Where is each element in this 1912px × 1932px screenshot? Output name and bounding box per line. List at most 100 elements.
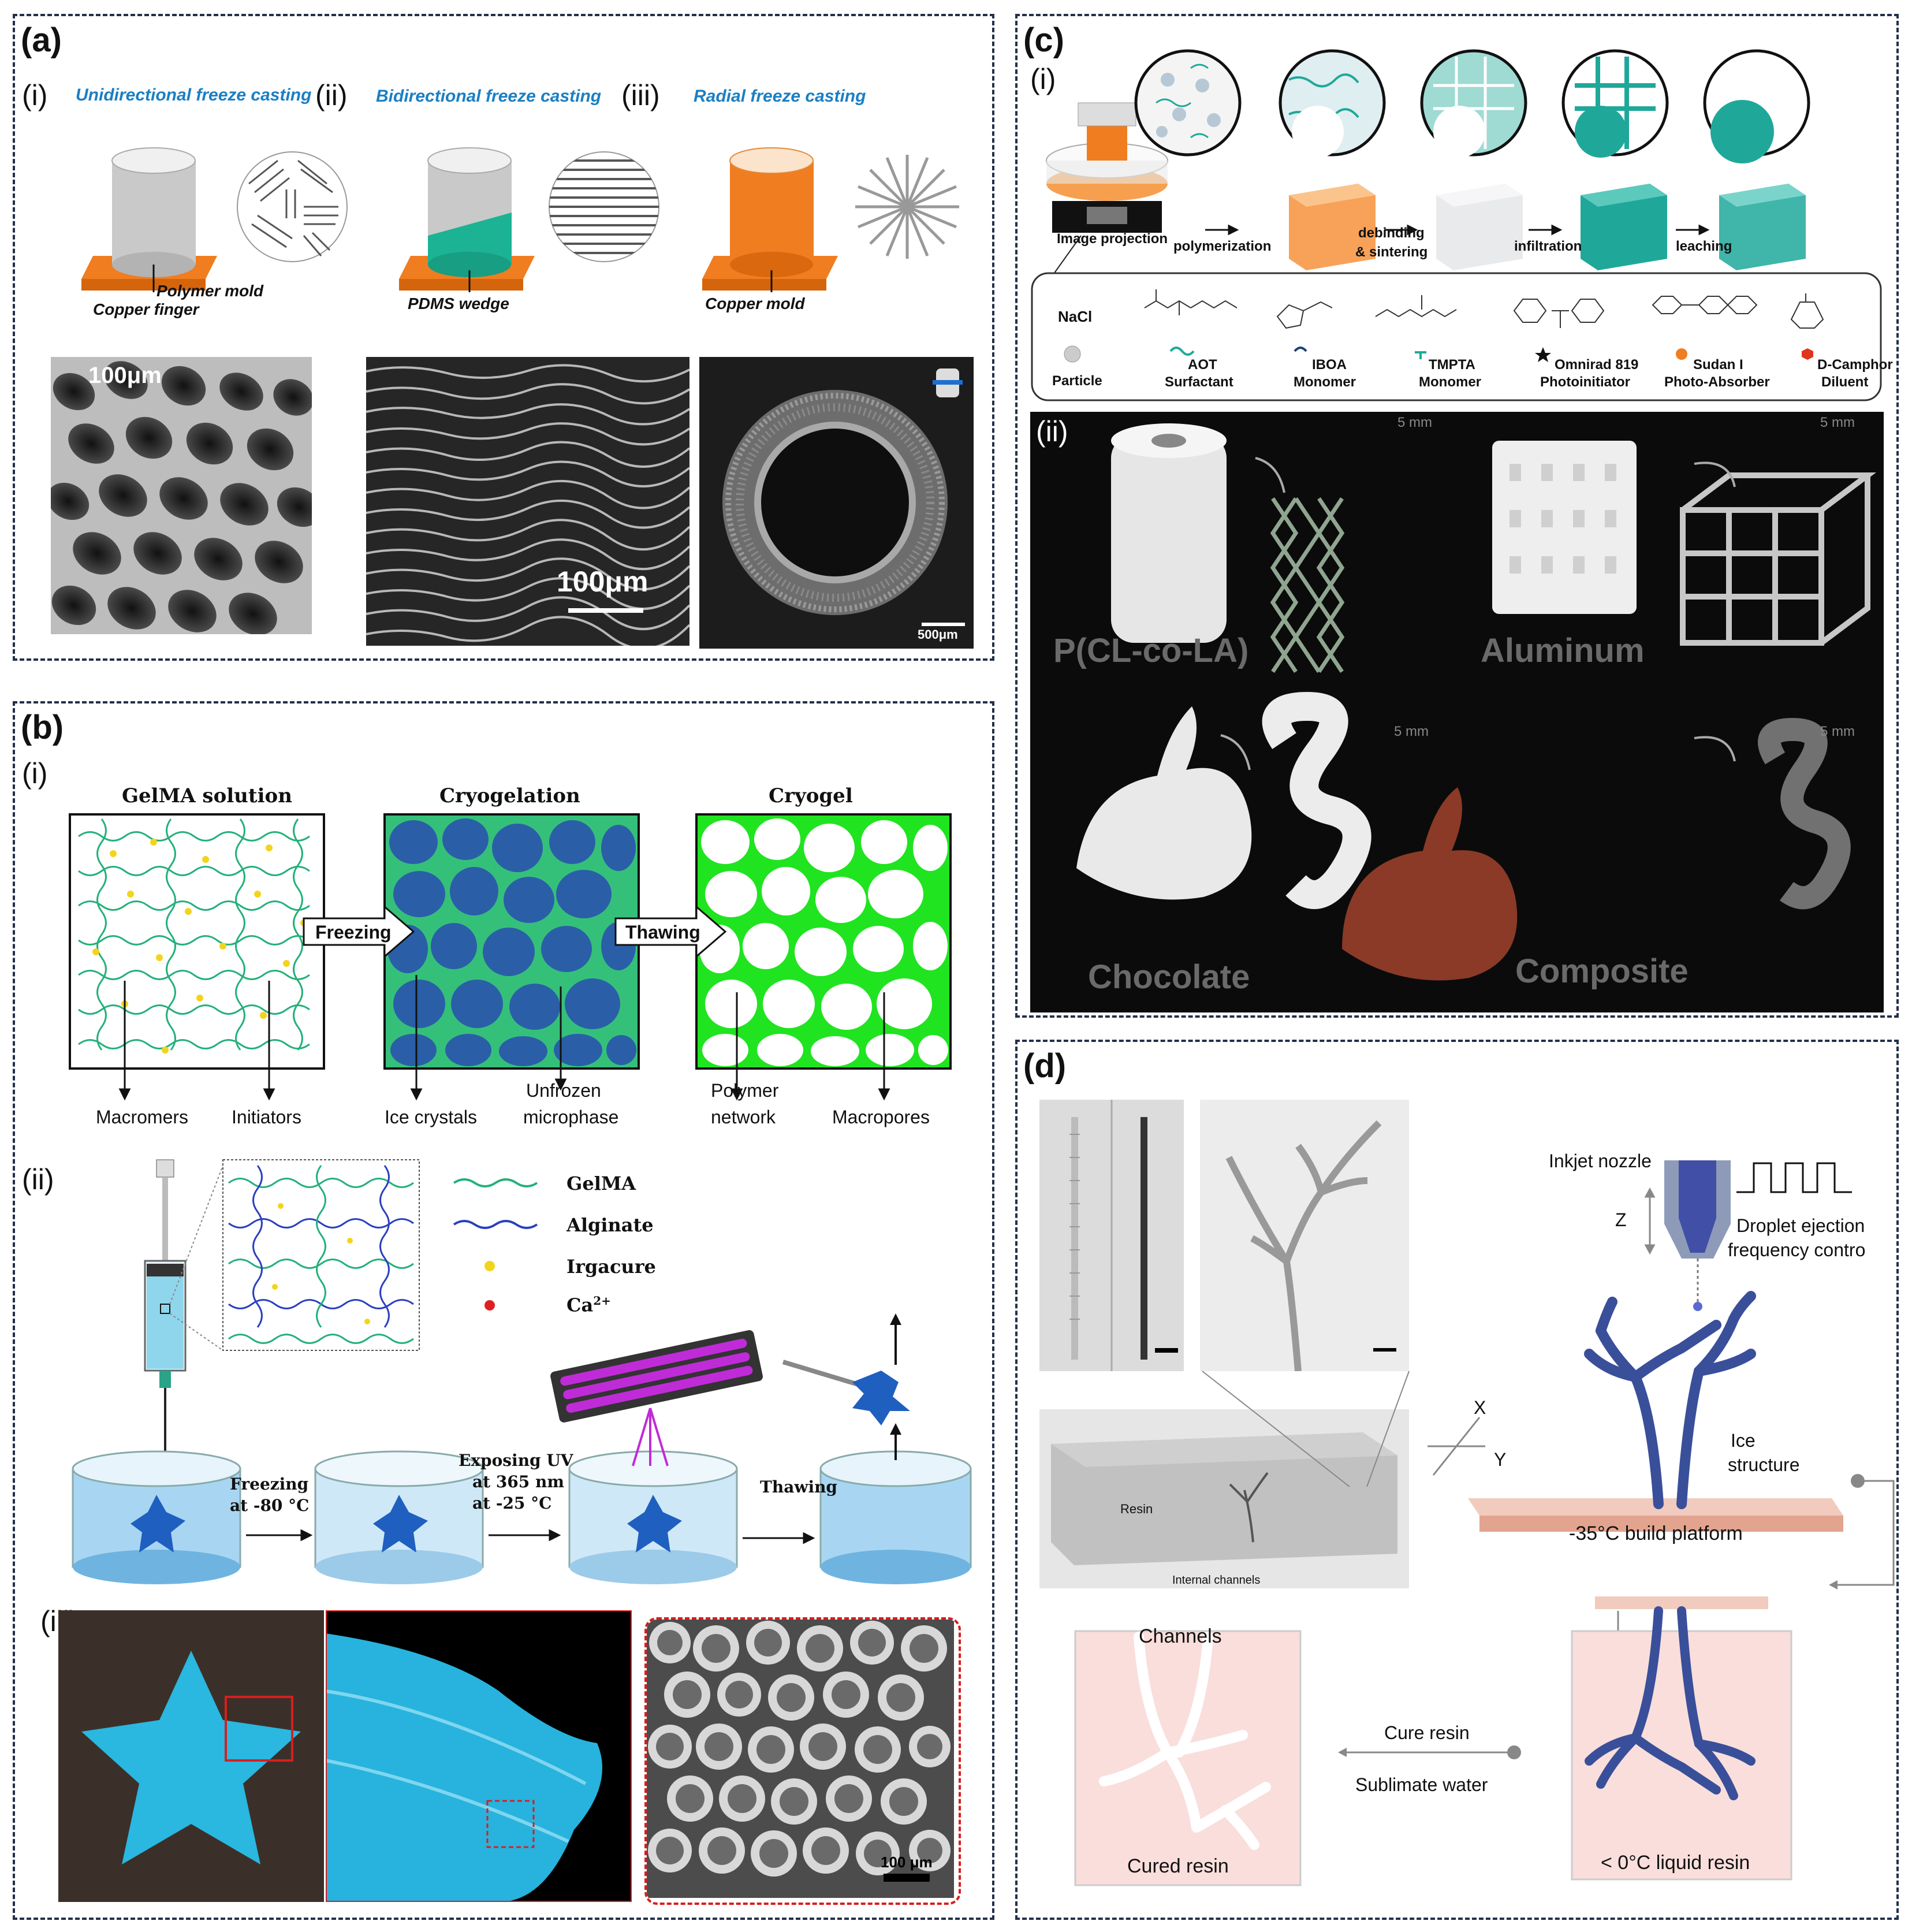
arrow-label-freezing: Freezing	[315, 922, 392, 943]
legend-alginate: Alginate	[566, 1214, 654, 1236]
label-iboa-2: Monomer	[1294, 374, 1356, 390]
cube-leached	[1719, 184, 1806, 270]
label-sublimate-water: Sublimate water	[1355, 1774, 1488, 1795]
panel-c: (c) (i)	[1015, 14, 1899, 1018]
title-gelma-solution: GelMA solution	[122, 784, 292, 807]
photo-channel-closeup	[1039, 1100, 1184, 1371]
channel-network	[1099, 1632, 1271, 1850]
panel-a-sub-ii: (ii)	[315, 79, 348, 111]
beaker-2	[314, 1450, 484, 1584]
label-aluminum: Aluminum	[1481, 632, 1645, 669]
omnirad-icon	[1535, 347, 1551, 362]
label-internal-channels: Internal channels	[1172, 1574, 1261, 1587]
panel-b: (b) (i) (ii) (iii) GelMA solution Cryoge…	[13, 701, 994, 1920]
panel-d: (d) Resin Internal channels	[1015, 1040, 1899, 1920]
label-tmpta-1: TMPTA	[1429, 357, 1475, 373]
label-unfrozen-1: Unfrozen	[526, 1080, 601, 1101]
label-droplet-1: Droplet ejection	[1736, 1215, 1865, 1236]
legend-alginate-line	[453, 1220, 538, 1229]
photo-starfish-zoom	[326, 1610, 632, 1902]
panel-a-sub-i: (i)	[22, 79, 48, 111]
sem-image-lamellar: 100μm	[366, 357, 689, 646]
legend-ca: Ca2+	[566, 1294, 611, 1316]
title-radial: Radial freeze casting	[694, 87, 866, 106]
label-z-axis: Z	[1615, 1209, 1627, 1230]
title-cryogel: Cryogel	[769, 784, 853, 807]
ice-tree-structure	[1584, 1291, 1756, 1509]
molecule-structures	[1144, 289, 1824, 329]
scale-label-a3: 500μm	[918, 627, 958, 642]
step-thawing: Thawing	[760, 1477, 838, 1497]
label-tmpta-2: Monomer	[1419, 374, 1481, 390]
photo-branching-channel	[1200, 1100, 1409, 1371]
chocolate-bunny	[1342, 787, 1518, 981]
label-image-projection: Image projection	[1057, 231, 1168, 247]
panel-a-tag: (a)	[21, 21, 62, 59]
label-aot-2: Surfactant	[1165, 374, 1233, 390]
ice-crystal-cells	[387, 818, 636, 1066]
xy-axes-icon	[1428, 1417, 1485, 1476]
title-cryogelation: Cryogelation	[439, 784, 580, 807]
radial-mold-icon	[702, 147, 838, 292]
legend-irgacure-dot	[484, 1261, 495, 1271]
liquid-resin-bath	[1571, 1630, 1792, 1881]
label-particle: Particle	[1052, 373, 1102, 389]
label-ice-2: structure	[1728, 1454, 1800, 1475]
label-cured-resin: Cured resin	[1127, 1855, 1229, 1877]
zoom-circle-5	[1703, 49, 1810, 163]
white-bunny	[1076, 706, 1252, 900]
legend-irgacure: Irgacure	[566, 1256, 656, 1278]
cube-polymerized	[1289, 184, 1376, 270]
zoom-circle-2	[1279, 49, 1386, 158]
step-uv-2: at 365 nm	[472, 1472, 565, 1491]
zoom-circle-3	[1420, 49, 1527, 158]
syringe-icon	[144, 1159, 223, 1466]
label-pcl-co-la: P(CL-co-LA)	[1053, 632, 1249, 669]
label-polymer-1: Polymer	[711, 1080, 779, 1101]
iboa-icon	[1294, 347, 1307, 352]
label-leaching: leaching	[1676, 239, 1732, 254]
spatula-icon	[782, 1313, 910, 1460]
sudan-icon	[1676, 348, 1687, 360]
label-iboa-1: IBOA	[1312, 357, 1347, 373]
panel-c-sub-i: (i)	[1030, 63, 1056, 95]
label-chocolate: Chocolate	[1088, 958, 1250, 996]
panel-a: (a) (i) (ii) (iii) Unidirectional freeze…	[13, 14, 994, 661]
scale-c2: 5 mm	[1820, 415, 1855, 430]
metal-lattice	[1680, 472, 1876, 646]
title-bidirectional: Bidirectional freeze casting	[376, 87, 602, 106]
beaker-4	[819, 1450, 972, 1584]
tmpta-icon	[1415, 351, 1426, 359]
label-liquid-resin: < 0°C liquid resin	[1601, 1852, 1750, 1874]
label-ice-1: Ice	[1731, 1430, 1756, 1451]
scale-label-b: 100 μm	[881, 1853, 933, 1871]
label-infiltration: infiltration	[1514, 239, 1582, 254]
legend-ca-text: Ca	[566, 1294, 594, 1316]
build-platform-side	[1479, 1516, 1843, 1532]
label-y-axis: Y	[1494, 1449, 1507, 1470]
label-x-axis: X	[1474, 1397, 1486, 1418]
white-s-shape	[1262, 691, 1371, 909]
label-build-platform: -35°C build platform	[1569, 1522, 1743, 1544]
label-copper-finger: Copper finger	[93, 300, 199, 318]
unidirectional-mold-icon	[81, 147, 217, 292]
beaker-1	[72, 1450, 241, 1584]
label-composite: Composite	[1515, 952, 1689, 990]
ice-tree-in-bath	[1585, 1606, 1756, 1800]
panel-c-sub-ii: (ii)	[1036, 415, 1068, 448]
initiator-dots	[92, 839, 307, 1054]
cube-sintered	[1436, 184, 1523, 270]
inkjet-nozzle-icon	[1664, 1160, 1731, 1311]
panel-b-sub-i: (i)	[22, 757, 48, 790]
legend-ca-sup: 2+	[593, 1294, 611, 1308]
legend-ca-dot	[484, 1300, 495, 1311]
label-nacl: NaCl	[1058, 308, 1093, 325]
label-omnirad-1: Omnirad 819	[1555, 357, 1639, 373]
label-sudan-1: Sudan I	[1693, 357, 1743, 373]
panel-c-tag: (c)	[1023, 21, 1064, 59]
step-freezing-2: at -80 °C	[230, 1496, 310, 1515]
thawing-arrow-shape	[614, 904, 727, 959]
random-lamella-icon	[237, 151, 348, 262]
camphor-icon	[1802, 348, 1813, 360]
scale-label-a2: 100μm	[557, 565, 648, 598]
